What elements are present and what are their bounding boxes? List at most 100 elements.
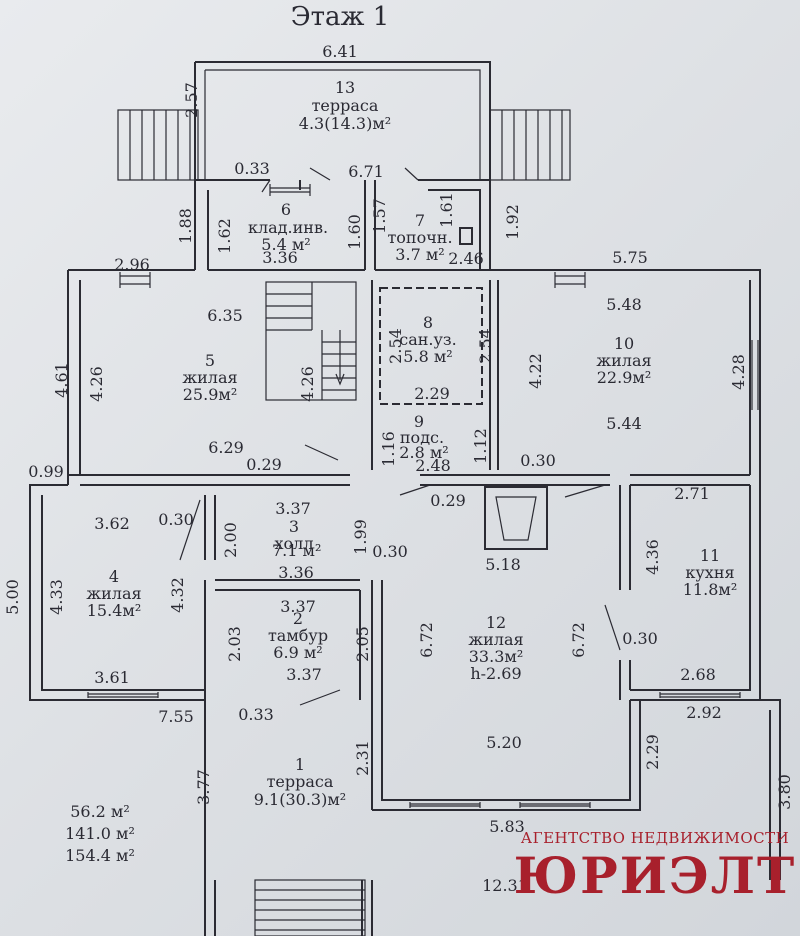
dim-label: 0.29 [430,491,466,510]
room-6-number: 6 [281,200,291,219]
dim-label: 4.33 [47,579,66,615]
room-3-area: 7.1 м² [272,541,321,560]
area-totals: 56.2 м² 141.0 м² 154.4 м² [65,802,135,865]
terrace-13-inner [204,69,481,180]
room-6-name: клад.инв. [248,218,328,237]
walls [29,61,781,936]
dim-label: 2.54 [476,328,495,364]
room-12-number: 12 [486,613,506,632]
dim-label: 4.36 [643,539,662,575]
dim-label: 1.61 [437,192,456,228]
dim-label: 2.00 [221,522,240,558]
mid-walls [68,474,750,486]
dim-label: 5.20 [486,733,522,752]
watermark-logo: ЮРИЭЛТ [514,846,796,905]
room-4-name: жилая [86,584,141,603]
dim-label: 2.31 [353,740,372,776]
dim-label: 5.75 [612,248,648,267]
dim-label: 1.16 [379,431,398,467]
dim-label: 0.30 [158,510,194,529]
dim-label: 1.99 [351,519,370,555]
room-5-name: жилая [182,368,237,387]
terrace-1-walls [204,880,373,936]
dim-label: 3.62 [94,514,130,533]
room-5-area: 25.9м² [183,385,237,404]
dimension-labels: 6.41 2.57 0.33 6.71 1.88 1.62 1.60 1.57 … [3,42,794,895]
door-lines [179,167,621,706]
room-6-area: 5.4 м² [261,235,310,254]
room-11-name: кухня [685,563,734,582]
total-area: 154.4 м² [65,846,135,865]
dim-label: 0.30 [520,451,556,470]
room-4-number: 4 [109,567,119,586]
dim-label: 2.92 [686,703,722,722]
room-12-walls [204,580,641,880]
dim-label: 4.28 [729,354,748,390]
dim-label: 6.71 [348,162,384,181]
room-7-area: 3.7 м² [395,245,444,264]
corridor-walls [371,280,499,470]
dim-label: 2.57 [182,82,201,118]
room-9-number: 9 [414,412,424,431]
stair-internal [265,281,357,401]
dim-label: 5.48 [606,295,642,314]
dim-label: 3.37 [280,597,316,616]
dim-label: 12.31 [482,876,528,895]
room-13-number: 13 [335,78,355,97]
room-2-name: тамбур [268,626,328,645]
dim-label: 6.72 [569,622,588,658]
rooms-6-7-walls [194,179,491,271]
room-11-number: 11 [700,546,720,565]
dim-label: 6.29 [208,438,244,457]
room-13-name: терраса [312,96,379,115]
dim-label: 0.30 [372,542,408,561]
room-labels: 13 терраса 4.3(14.3)м² 6 клад.инв. 5.4 м… [86,78,737,809]
dim-label: 1.57 [370,198,389,234]
room-10-area: 22.9м² [597,368,651,387]
room-8-area: 5.8 м² [403,347,452,366]
dim-label: 2.29 [414,384,450,403]
dim-label: 2.71 [674,484,710,503]
dim-label: 3.77 [194,769,213,805]
kitchen-walls [619,485,631,700]
dim-label: 1.88 [176,208,195,244]
room-10-name: жилая [596,351,651,370]
dim-label: 4.26 [298,366,317,402]
dim-label: 1.60 [345,214,364,250]
dim-label: 0.30 [622,629,658,648]
room-8-name: сан.уз. [399,330,456,349]
room-7-number: 7 [415,211,425,230]
dim-label: 3.37 [275,499,311,518]
hall-walls [204,495,360,700]
dim-label: 5.00 [3,579,22,615]
fireplace [484,486,548,550]
room-12-height: h-2.69 [470,664,521,683]
dim-label: 6.35 [207,306,243,325]
dim-label: 3.36 [262,248,298,267]
dim-label: 2.29 [643,734,662,770]
dim-label: 3.61 [94,668,130,687]
dim-label: 3.36 [278,563,314,582]
dim-label: 2.46 [448,249,484,268]
dim-label: 0.99 [28,462,64,481]
dim-label: 0.29 [246,455,282,474]
stair-right-upper [489,109,571,181]
room-2-number: 2 [293,609,303,628]
room-13-area: 4.3(14.3)м² [299,114,391,133]
room-3-number: 3 [289,517,299,536]
room-10-number: 10 [614,334,634,353]
dim-label: 6.72 [417,622,436,658]
dim-label: 7.55 [158,707,194,726]
stair-left-upper [117,109,199,181]
terrace-1-right [760,699,781,880]
dim-label: 2.54 [386,328,405,364]
room-12-name: жилая [468,630,523,649]
room-12-area: 33.3м² [469,647,523,666]
dim-label: 3.80 [775,774,794,810]
dim-label: 2.68 [680,665,716,684]
total-living-area: 56.2 м² [70,802,130,821]
room-8-number: 8 [423,313,433,332]
room-3-name: холл [275,534,314,553]
